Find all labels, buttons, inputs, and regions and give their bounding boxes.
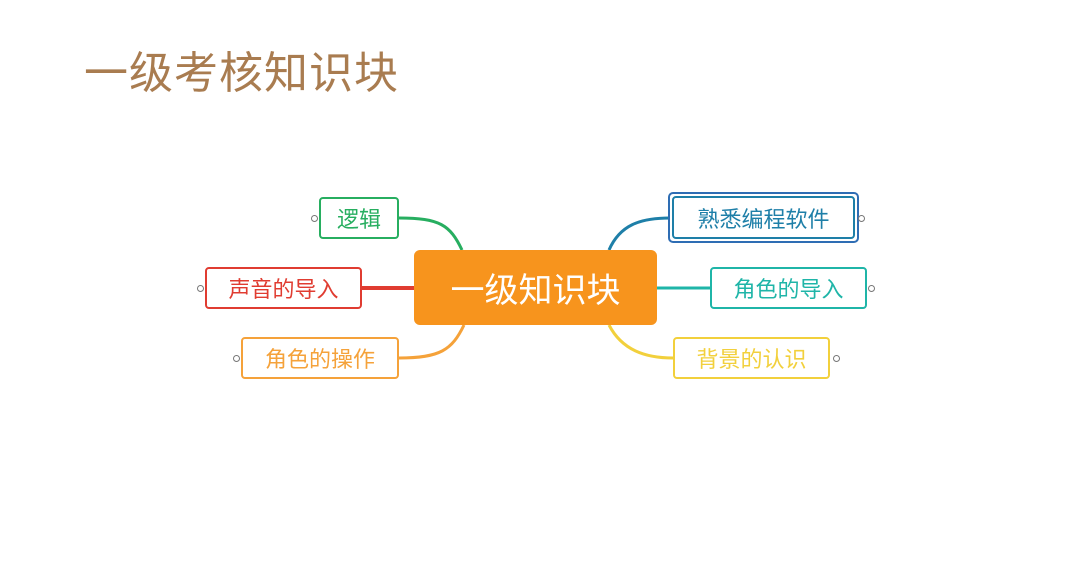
branch-node-programming-software[interactable]: 熟悉编程软件 xyxy=(672,196,855,239)
expand-toggle-icon[interactable] xyxy=(233,355,240,362)
branch-node-backdrop-basics[interactable]: 背景的认识 xyxy=(673,337,830,379)
branch-label: 熟悉编程软件 xyxy=(697,207,830,233)
branch-node-sound-import[interactable]: 声音的导入 xyxy=(205,267,362,309)
branch-node-sprite-import[interactable]: 角色的导入 xyxy=(710,267,867,309)
connector-left-2 xyxy=(398,324,466,360)
expand-toggle-icon[interactable] xyxy=(197,285,204,292)
page-title: 一级考核知识块 xyxy=(84,48,399,99)
branch-label: 角色的操作 xyxy=(264,348,375,373)
expand-toggle-icon[interactable] xyxy=(311,215,318,222)
central-topic[interactable]: 一级知识块 xyxy=(414,250,657,325)
branch-label: 声音的导入 xyxy=(228,278,339,303)
central-topic-label: 一级知识块 xyxy=(450,271,621,311)
expand-toggle-icon[interactable] xyxy=(868,285,875,292)
branch-label: 角色的导入 xyxy=(733,278,844,303)
branch-node-sprite-operation[interactable]: 角色的操作 xyxy=(241,337,399,379)
connector-left-0 xyxy=(398,216,464,251)
expand-toggle-icon[interactable] xyxy=(858,215,865,222)
connector-right-2 xyxy=(607,324,674,360)
expand-toggle-icon[interactable] xyxy=(833,355,840,362)
branch-label: 逻辑 xyxy=(336,208,381,233)
connector-right-0 xyxy=(607,216,671,251)
branch-node-logic[interactable]: 逻辑 xyxy=(319,197,399,239)
branch-label: 背景的认识 xyxy=(696,348,807,373)
